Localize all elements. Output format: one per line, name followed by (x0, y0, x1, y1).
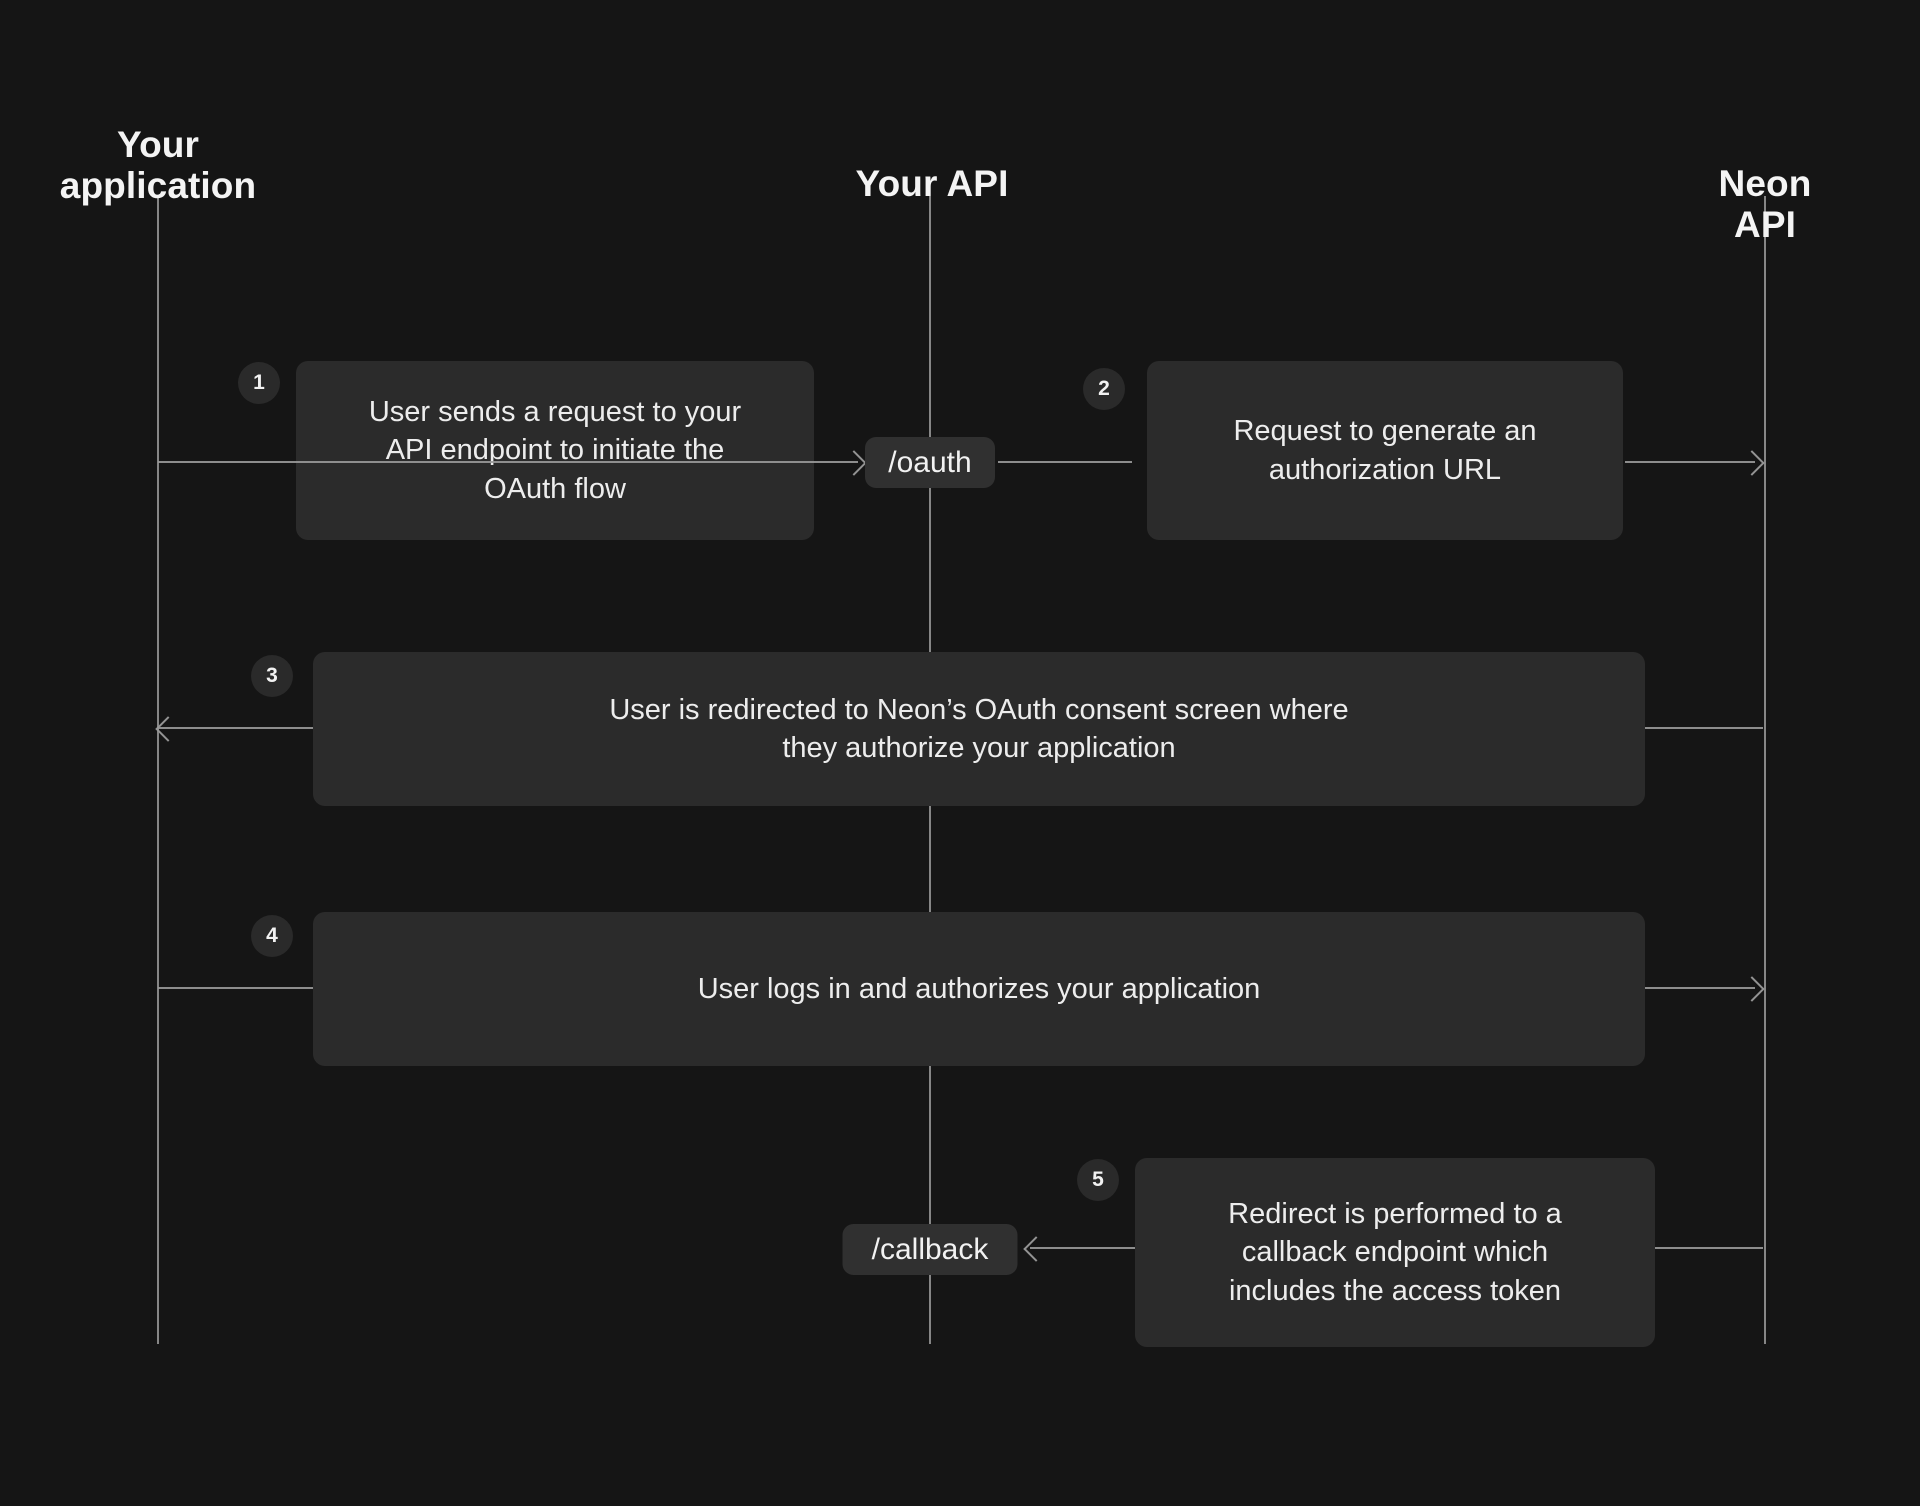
lifeline-neon-api (1764, 196, 1766, 1344)
connector-step-1-app-to-api (158, 461, 858, 463)
step-box-3: User is redirected to Neon’s OAuth conse… (313, 652, 1645, 806)
lifeline-your-application (157, 196, 159, 1344)
connector-step-3-to-app (158, 727, 313, 729)
connector-step-4-to-neon (1645, 987, 1755, 989)
step-box-1: User sends a request to your API endpoin… (296, 361, 814, 540)
actor-label-your-api: Your API (855, 163, 1009, 204)
actor-label-your-application: Your application (59, 124, 257, 207)
arrowhead-step-3 (155, 716, 181, 742)
connector-step-3-from-neon (1645, 727, 1763, 729)
connector-step-4-from-app (158, 987, 313, 989)
connector-step-5-from-neon (1655, 1247, 1763, 1249)
step-badge-3: 3 (251, 655, 293, 697)
step-box-5: Redirect is performed to a callback endp… (1135, 1158, 1655, 1347)
step-badge-4: 4 (251, 915, 293, 957)
step-text-1: User sends a request to your API endpoin… (368, 396, 742, 505)
arrowhead-step-2 (1739, 450, 1765, 476)
endpoint-pill-callback[interactable]: /callback (842, 1224, 1018, 1275)
step-text-4: User logs in and authorizes your applica… (697, 972, 1261, 1005)
step-badge-1: 1 (238, 362, 280, 404)
step-text-3: User is redirected to Neon’s OAuth conse… (609, 693, 1349, 764)
connector-step-2-api-to-neon (1625, 461, 1755, 463)
step-box-2: Request to generate an authorization URL (1147, 361, 1623, 540)
connector-step-5-to-api (1030, 1247, 1135, 1249)
endpoint-pill-oauth[interactable]: /oauth (865, 437, 995, 488)
arrowhead-step-4 (1739, 976, 1765, 1002)
arrowhead-step-5 (1023, 1236, 1049, 1262)
step-badge-2: 2 (1083, 368, 1125, 410)
connector-step-1-api-to-neon (998, 461, 1132, 463)
step-box-4: User logs in and authorizes your applica… (313, 912, 1645, 1066)
actor-label-neon-api: Neon API (1718, 163, 1812, 246)
arrowhead-step-1 (841, 450, 867, 476)
step-badge-5: 5 (1077, 1159, 1119, 1201)
step-text-2: Request to generate an authorization URL (1233, 415, 1537, 486)
step-text-5: Redirect is performed to a callback endp… (1228, 1198, 1562, 1307)
